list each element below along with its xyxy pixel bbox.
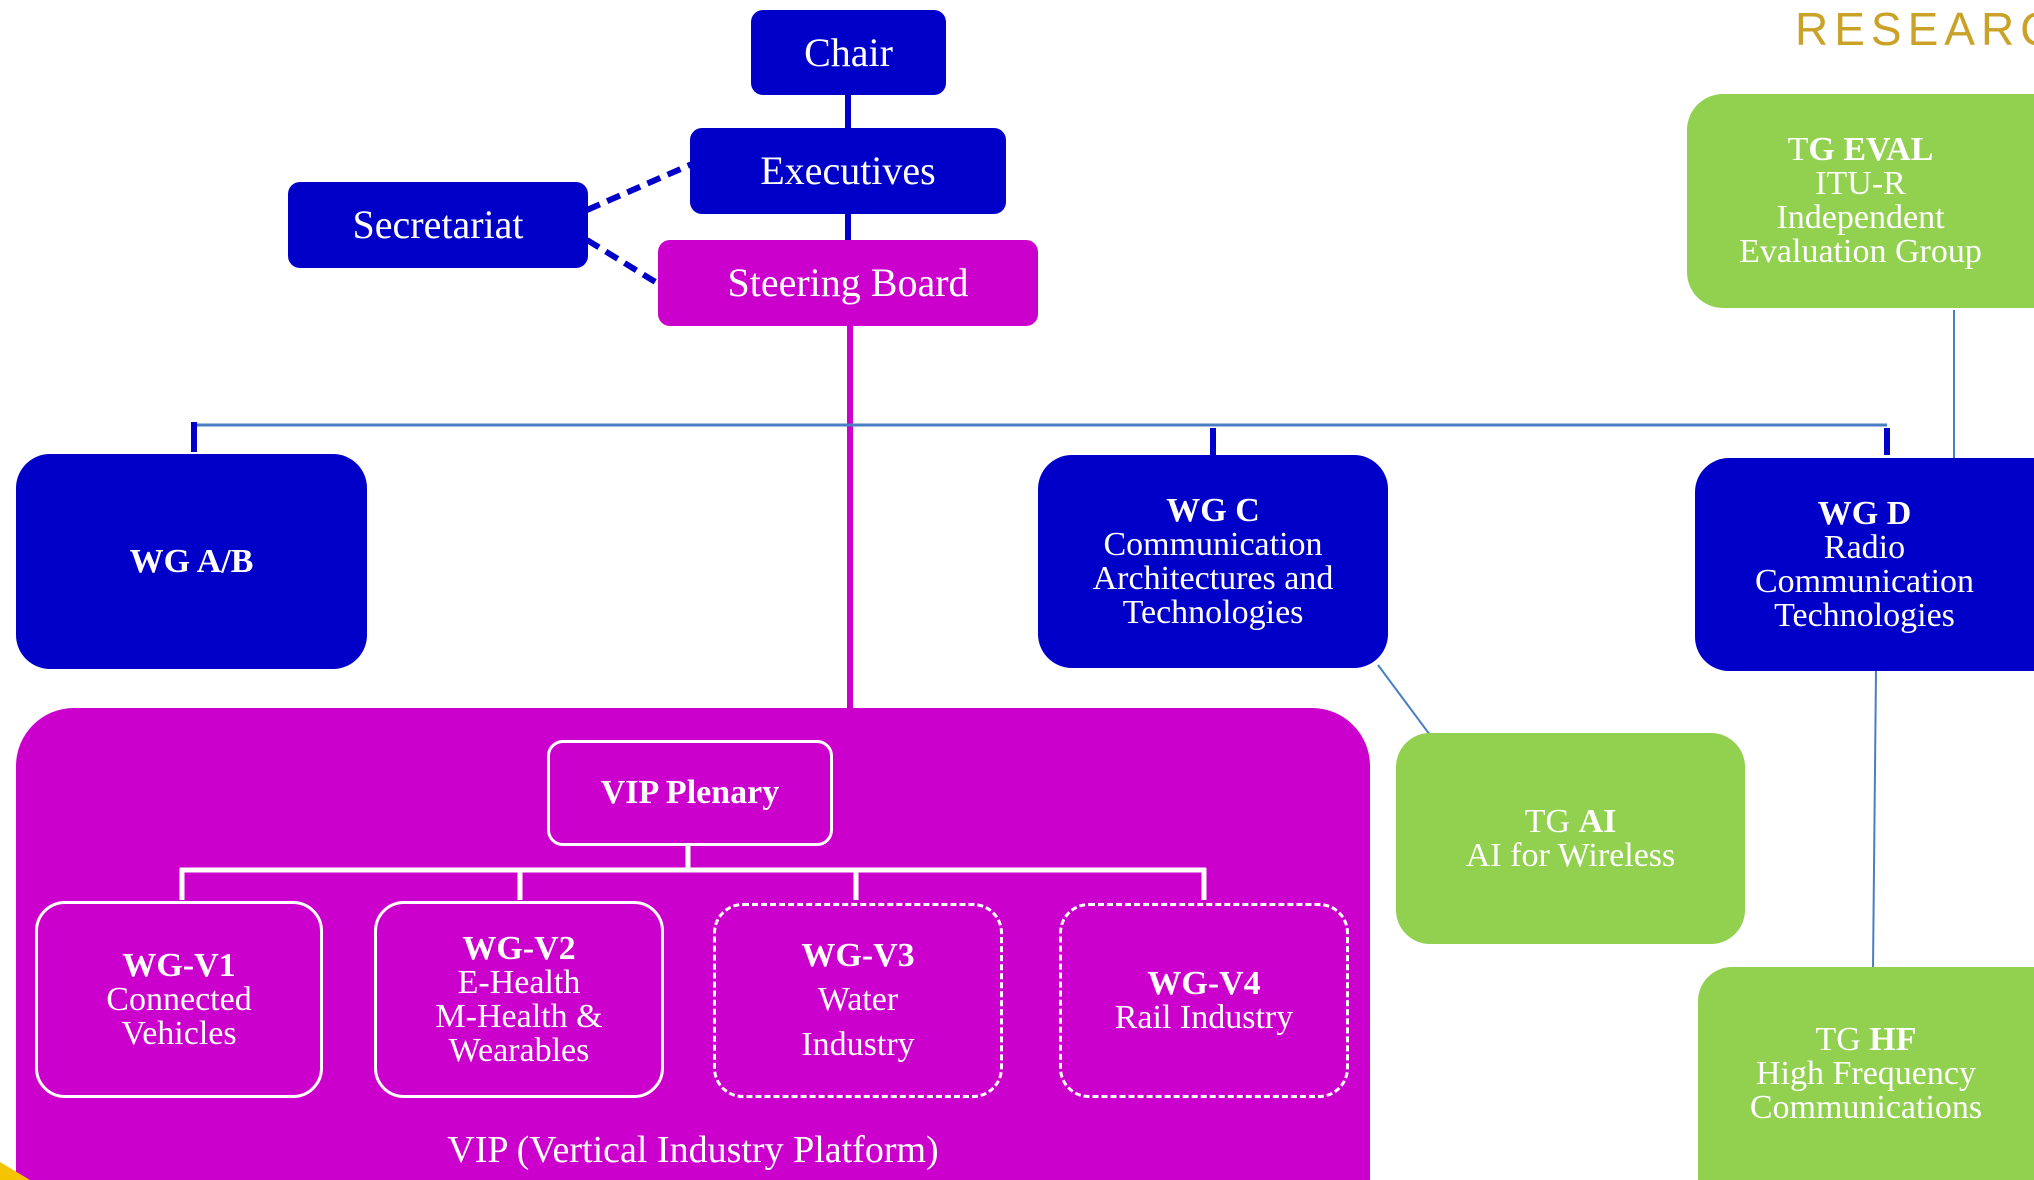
tg-ai-heading: TG AI — [1524, 802, 1617, 840]
wg-v1-line: Vehicles — [121, 1014, 237, 1052]
chair-box[interactable]: Chair — [751, 10, 946, 95]
brand-wordmark: RESEARC — [1795, 3, 2034, 55]
secretariat-label: Secretariat — [352, 202, 524, 247]
wg-v1-line: Connected — [106, 980, 252, 1018]
tg-ai-title: AI — [1578, 802, 1617, 840]
wg-v3-title: WG-V3 — [801, 937, 915, 975]
wg-d-line: Radio — [1823, 528, 1906, 566]
tg-eval-box[interactable]: TG EVAL ITU-R Independent Evaluation Gro… — [1687, 94, 2034, 308]
wg-ab-title: WG A/B — [129, 542, 254, 580]
wg-v2-line: Wearables — [448, 1031, 590, 1069]
wg-v4-line: Rail Industry — [1114, 998, 1294, 1036]
wg-v1-title: WG-V1 — [122, 946, 236, 984]
tg-hf-line: High Frequency — [1755, 1054, 1976, 1092]
executives-box[interactable]: Executives — [690, 128, 1006, 214]
tg-eval-title: G EVAL — [1808, 131, 1934, 168]
tg-eval-prefix: T — [1787, 131, 1809, 168]
wg-v3-line: Industry — [801, 1025, 915, 1063]
tg-hf-heading: TG HF — [1815, 1020, 1917, 1058]
tg-eval-line: Independent — [1776, 199, 1945, 236]
wg-v1-box[interactable]: WG-V1 Connected Vehicles — [35, 901, 323, 1098]
tg-hf-line: Communications — [1749, 1088, 1983, 1126]
corner-accent — [0, 1140, 50, 1180]
steering-board-label: Steering Board — [727, 260, 969, 305]
vip-plenary-label: VIP Plenary — [600, 774, 780, 811]
wg-v4-box[interactable]: WG-V4 Rail Industry — [1059, 903, 1349, 1098]
vip-connector-lines — [179, 846, 1207, 900]
corner-accent-shape — [0, 1162, 30, 1180]
wg-v2-title: WG-V2 — [462, 929, 576, 967]
steering-board-box[interactable]: Steering Board — [658, 240, 1038, 326]
executives-label: Executives — [760, 148, 936, 193]
wg-c-line: Communication — [1103, 525, 1323, 563]
vip-plenary-box[interactable]: VIP Plenary — [547, 740, 833, 846]
vip-platform-label: VIP (Vertical Industry Platform) — [447, 1129, 939, 1171]
tg-ai-line: AI for Wireless — [1465, 836, 1676, 874]
tg-hf-prefix: TG — [1815, 1020, 1870, 1058]
secretariat-box[interactable]: Secretariat — [288, 182, 588, 268]
wg-d-line: Technologies — [1774, 596, 1955, 634]
vip-platform[interactable]: VIP Plenary WG-V1 Connected Vehicles WG-… — [16, 708, 1370, 1180]
wg-v3-box[interactable]: WG-V3 Water Industry — [713, 903, 1003, 1098]
tg-hf-title: HF — [1869, 1020, 1917, 1058]
wg-d-line: Communication — [1754, 562, 1975, 600]
wg-c-line: Architectures and — [1092, 559, 1334, 597]
tg-ai-prefix: TG — [1524, 802, 1579, 840]
tg-eval-line: Evaluation Group — [1739, 233, 1982, 270]
wg-c-line: Technologies — [1122, 593, 1304, 631]
wg-c-title: WG C — [1166, 491, 1260, 529]
wg-ab-box[interactable]: WG A/B — [16, 454, 367, 669]
wg-d-box[interactable]: WG D Radio Communication Technologies — [1695, 458, 2034, 671]
wg-v2-line: M-Health & — [435, 997, 603, 1035]
wg-v2-line: E-Health — [457, 963, 581, 1001]
wg-v4-title: WG-V4 — [1147, 964, 1261, 1002]
tg-hf-box[interactable]: TG HF High Frequency Communications — [1698, 967, 2034, 1180]
wg-c-box[interactable]: WG C Communication Architectures and Tec… — [1038, 455, 1388, 668]
tg-eval-line: ITU-R — [1815, 165, 1906, 202]
wg-v2-box[interactable]: WG-V2 E-Health M-Health & Wearables — [374, 901, 664, 1098]
tg-ai-box[interactable]: TG AI AI for Wireless — [1396, 733, 1745, 944]
wg-v3-line: Water — [817, 981, 899, 1019]
tg-eval-heading: TG EVAL — [1788, 133, 1934, 167]
chair-label: Chair — [804, 29, 893, 75]
wg-d-title: WG D — [1817, 494, 1912, 532]
